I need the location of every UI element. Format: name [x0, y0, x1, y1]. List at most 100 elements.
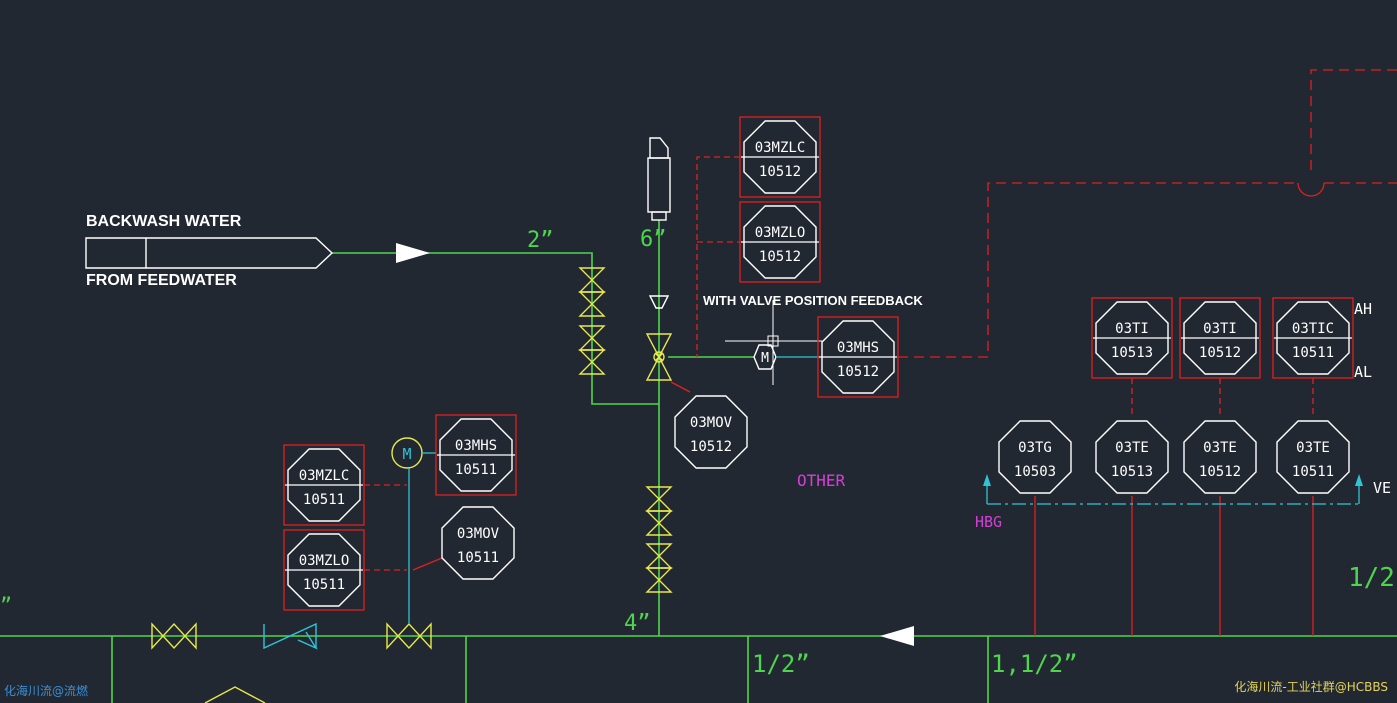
annotation-valve-feedback: WITH VALVE POSITION FEEDBACK: [703, 293, 923, 308]
source-connector: [85, 237, 334, 269]
instrument-tag: 03MZLO: [755, 225, 806, 241]
motor-10511-label: M: [402, 445, 411, 463]
instrument-octagon: [674, 395, 748, 469]
motor-valve-10512: [645, 333, 673, 381]
instrument-octagon: [998, 420, 1072, 494]
instrument-number: 10503: [1014, 464, 1056, 480]
pipe-size-half-a: 1/2”: [752, 650, 810, 678]
instrument-layer: 03MZLC1051203MZLO1051203MHS1051203MOV105…: [283, 116, 1354, 611]
instrument-tag: 03MOV: [457, 526, 500, 542]
pipe-size-6in: 6”: [640, 227, 667, 252]
instrument-mhs-10511: 03MHS 10511: [435, 414, 517, 496]
signal-lines-red: [364, 69, 1397, 636]
instrument-tag: 03TI: [1115, 321, 1149, 337]
instrument-tag: 03MZLO: [299, 553, 350, 569]
instrument-frame: [1272, 297, 1354, 379]
instrument-frame: [739, 116, 821, 198]
instrument-tag: 03TE: [1296, 440, 1330, 456]
instrument-octagon: [439, 418, 513, 492]
instrument-number: 10513: [1111, 464, 1153, 480]
instrument-number: 10512: [759, 249, 801, 265]
pipe-size-one-half: 1,1/2”: [991, 650, 1078, 678]
label-other: OTHER: [797, 471, 846, 490]
pipe-size-2in: 2”: [527, 228, 554, 253]
instrument-number: 10511: [457, 550, 499, 566]
label-hbg: HBG: [975, 513, 1002, 531]
instrument-tic-10511: 03TIC 10511: [1272, 297, 1354, 379]
instrument-number: 10511: [303, 577, 345, 593]
alarm-low: AL: [1354, 363, 1372, 381]
instrument-number: 10511: [1292, 464, 1334, 480]
instrument-frame: [1091, 297, 1173, 379]
instrument-tag: 03TIC: [1292, 321, 1334, 337]
instrument-tag: 03TG: [1018, 440, 1052, 456]
instrument-octagon: [1276, 301, 1350, 375]
instrument-te-10513: 03TE 10513: [1095, 420, 1169, 494]
pipe-size-left-edge: ”: [0, 593, 12, 617]
flow-arrow-right: [396, 243, 430, 263]
instrument-te-10512: 03TE 10512: [1183, 420, 1257, 494]
instrument-tag: 03MZLC: [299, 468, 350, 484]
motor-valve-10511: [386, 622, 432, 650]
instrument-octagon: [1095, 301, 1169, 375]
crosshair-cursor: [725, 300, 822, 385]
instrument-number: 10512: [759, 164, 801, 180]
instrument-tag: 03TE: [1203, 440, 1237, 456]
source-label-line1: BACKWASH WATER: [86, 213, 242, 230]
instrument-number: 10512: [837, 364, 879, 380]
instrument-tag: 03MHS: [837, 340, 879, 356]
instrument-octagon: [1276, 420, 1350, 494]
instrument-tg-10503: 03TG 10503: [998, 420, 1072, 494]
instrument-tag: 03MOV: [690, 415, 733, 431]
process-piping: [0, 220, 1397, 703]
instrument-mhs-10512: 03MHS 10512: [817, 316, 899, 398]
check-valve: [263, 622, 318, 650]
instrument-octagon: [287, 533, 361, 607]
instrument-te-10511: 03TE 10511: [1276, 420, 1350, 494]
flow-arrow-left: [880, 626, 914, 646]
instrument-number: 10512: [1199, 345, 1241, 361]
instrument-number: 10511: [455, 462, 497, 478]
motor-10512-label: M: [761, 351, 769, 366]
instrument-number: 10511: [1292, 345, 1334, 361]
instrument-octagon: [743, 205, 817, 279]
instrument-number: 10511: [303, 492, 345, 508]
instrument-tag: 03TI: [1203, 321, 1237, 337]
instrument-frame: [283, 529, 365, 611]
instrument-frame: [435, 414, 517, 496]
instrument-tag: 03TE: [1115, 440, 1149, 456]
label-ve: VE: [1373, 479, 1391, 497]
vent-silencer: [647, 137, 671, 221]
gate-valve-6: [645, 510, 673, 536]
instrument-octagon: [1183, 301, 1257, 375]
instrument-frame: [1179, 297, 1261, 379]
valves: [151, 267, 673, 703]
hbg-arrow: [983, 474, 991, 486]
instrument-number: 10512: [1199, 464, 1241, 480]
pipe-size-4in: 4”: [624, 611, 651, 636]
instrument-mzlc-10512: 03MZLC 10512: [739, 116, 821, 198]
instrument-tag: 03MHS: [455, 438, 497, 454]
instrument-ti-10513: 03TI 10513: [1091, 297, 1173, 379]
signal-lines-cyan: [408, 356, 1360, 624]
header-valve-1: [151, 622, 197, 650]
instrument-mzlo-10511: 03MZLO 10511: [283, 529, 365, 611]
source-label-line2: FROM FEEDWATER: [86, 272, 237, 289]
alarm-high: AH: [1354, 300, 1372, 318]
watermark-left: 化海川流@流燃: [4, 683, 88, 698]
pipe-size-half-right: 1/2”: [1348, 563, 1397, 593]
instrument-tag: 03MZLC: [755, 140, 806, 156]
instrument-ti-10512: 03TI 10512: [1179, 297, 1261, 379]
ve-arrow: [1355, 474, 1363, 486]
instrument-octagon: [743, 120, 817, 194]
instrument-octagon: [821, 320, 895, 394]
instrument-mov-10511: 03MOV 10511: [441, 506, 515, 580]
instrument-number: 10513: [1111, 345, 1153, 361]
gate-valve-8: [645, 567, 673, 593]
instrument-mzlc-10511: 03MZLC 10511: [283, 444, 365, 526]
instrument-frame: [739, 201, 821, 283]
instrument-mzlo-10512: 03MZLO 10512: [739, 201, 821, 283]
reducer: [648, 295, 670, 309]
